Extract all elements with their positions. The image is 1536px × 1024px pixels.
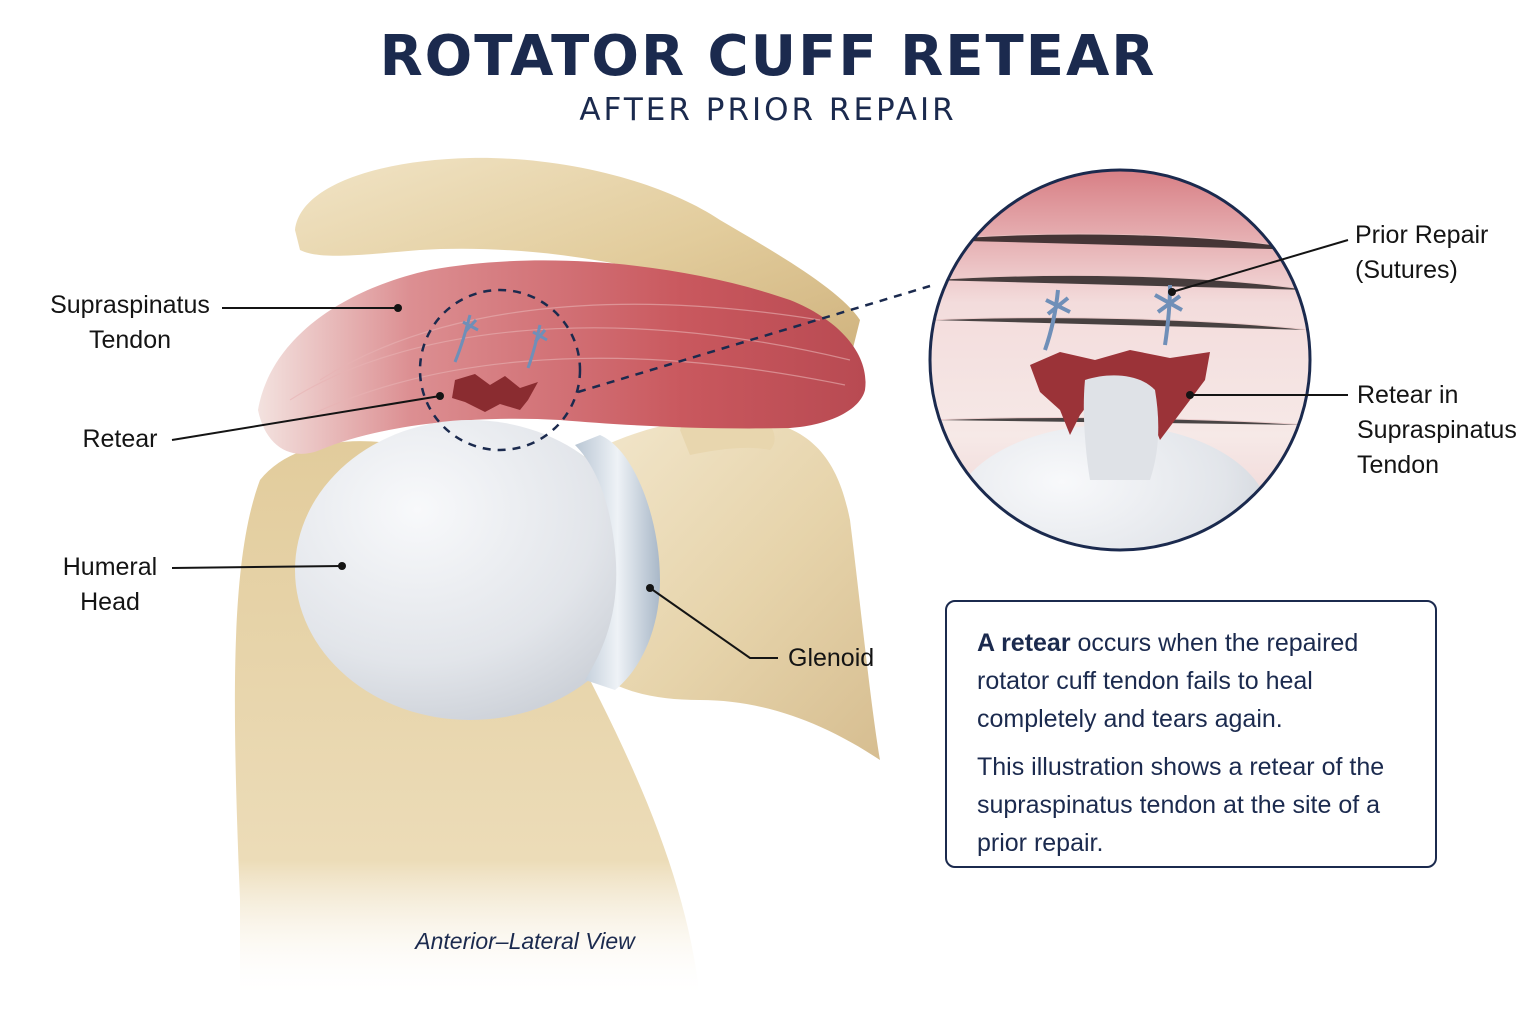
supraspinatus-muscle xyxy=(258,260,866,454)
leader-lines xyxy=(171,239,1349,659)
label-retear-in-supraspinatus: Retear in Supraspinatus Tendon xyxy=(1357,381,1517,479)
label-prior-repair: Prior Repair (Sutures) xyxy=(1355,221,1489,284)
page-title: ROTATOR CUFF RETEAR xyxy=(379,24,1157,89)
info-paragraph-1: A retear occurs when the repaired rotato… xyxy=(977,629,1359,733)
suture-main xyxy=(453,314,548,369)
info-paragraph-2: This illustration shows a retear of the … xyxy=(977,753,1385,857)
label-retear: Retear xyxy=(82,425,158,453)
retear-callout-circle xyxy=(418,288,582,452)
glenoid-cartilage xyxy=(575,435,660,690)
zoom-connector-line xyxy=(577,284,931,394)
label-glenoid: Glenoid xyxy=(788,644,875,672)
acromion-bone xyxy=(295,157,860,360)
label-humeral-head: Humeral Head xyxy=(62,553,158,616)
retear-defect xyxy=(452,374,538,412)
view-caption: Anterior–Lateral View xyxy=(415,928,635,954)
zoom-sutures xyxy=(1043,284,1183,351)
zoom-inset-border xyxy=(928,168,1312,552)
info-box: A retear occurs when the repaired rotato… xyxy=(945,600,1437,868)
zoom-inset xyxy=(930,170,1310,550)
humeral-head xyxy=(295,420,645,720)
label-supraspinatus-tendon: Supraspinatus Tendon xyxy=(50,291,210,354)
page-subtitle: AFTER PRIOR REPAIR xyxy=(579,92,957,128)
